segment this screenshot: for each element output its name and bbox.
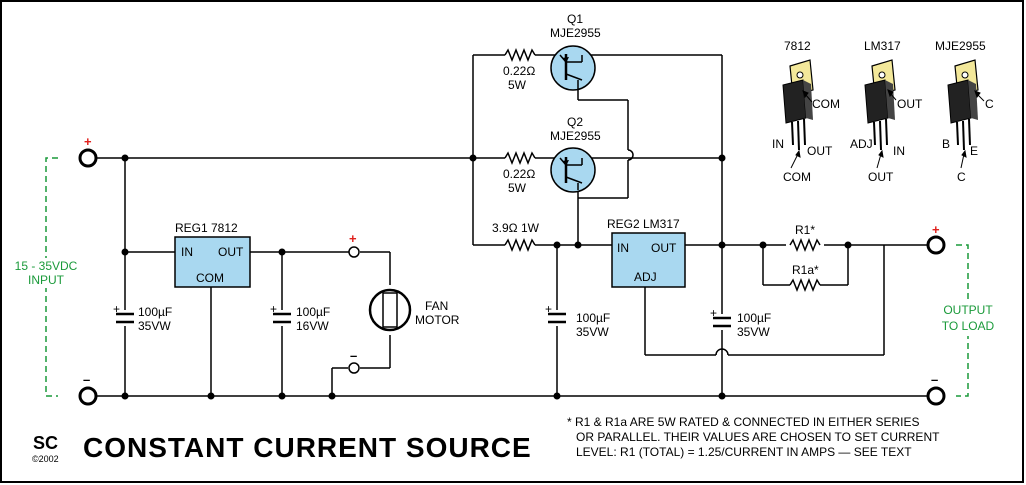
- q1-label: Q1: [567, 12, 583, 26]
- input-plus-terminal[interactable]: [78, 148, 98, 168]
- c1-plus: +: [113, 302, 120, 316]
- output-label-line1: OUTPUT: [943, 303, 993, 317]
- input-plus-sign: +: [84, 134, 92, 149]
- transistor-q2[interactable]: [550, 147, 596, 193]
- c4-rating: 35VW: [737, 325, 770, 339]
- q2-part: MJE2955: [550, 129, 601, 143]
- reg2-label: REG2 LM317: [607, 217, 680, 231]
- package-7812-tab: COM: [812, 97, 840, 111]
- capacitor-c2[interactable]: [273, 310, 291, 326]
- fan-plus-terminal[interactable]: [348, 246, 360, 258]
- output-minus-sign: –: [931, 372, 938, 387]
- capacitor-c3[interactable]: [548, 310, 566, 326]
- output-label-line2: TO LOAD: [942, 319, 995, 333]
- resistor-q2-emitter[interactable]: [504, 150, 536, 166]
- package-7812-left: IN: [772, 137, 784, 151]
- package-lm317-tab: OUT: [897, 97, 923, 111]
- reg1-in-pin: IN: [181, 245, 193, 259]
- resistor-q1-emitter[interactable]: [504, 47, 536, 63]
- c1-rating: 35VW: [138, 319, 171, 333]
- sc-logo: SC ©2002: [32, 433, 59, 464]
- capacitor-c4[interactable]: [713, 314, 731, 330]
- c2-rating: 16VW: [296, 319, 329, 333]
- capacitor-c1[interactable]: [116, 310, 134, 326]
- logo-year: ©2002: [32, 454, 59, 464]
- input-label-line1: 15 - 35VDC: [15, 259, 78, 273]
- reg2-adj-pin: ADJ: [634, 270, 657, 284]
- c2-plus: +: [270, 302, 277, 316]
- package-mje2955-left: B: [942, 137, 950, 151]
- package-lm317-bottom: OUT: [868, 170, 894, 184]
- transistor-q1[interactable]: [550, 45, 596, 92]
- resistor-base[interactable]: [504, 237, 536, 253]
- q1-resistor-power: 5W: [508, 78, 527, 92]
- q2-label: Q2: [567, 115, 583, 129]
- package-mje2955-bottom: C: [957, 170, 966, 184]
- junction-dots: [121, 154, 852, 400]
- wiring: [97, 54, 930, 397]
- input-label-line2: INPUT: [28, 273, 65, 287]
- q1-resistor-value: 0.22Ω: [503, 64, 535, 78]
- c3-value: 100µF: [576, 311, 610, 325]
- c2-value: 100µF: [296, 305, 330, 319]
- reg1-out-pin: OUT: [218, 245, 244, 259]
- input-label-bg: [18, 258, 74, 288]
- fan-plus-sign: +: [349, 231, 357, 246]
- fan-minus-sign: –: [350, 348, 357, 363]
- fan-minus-terminal[interactable]: [348, 362, 360, 374]
- c1-value: 100µF: [138, 305, 172, 319]
- note-line3: LEVEL: R1 (TOTAL) = 1.25/CURRENT IN AMPS…: [576, 445, 912, 459]
- package-lm317-left: ADJ: [850, 137, 873, 151]
- resistor-r1a[interactable]: [789, 277, 821, 293]
- logo-text: SC: [33, 433, 58, 453]
- output-bracket: [956, 244, 969, 397]
- output-plus-terminal[interactable]: [926, 235, 946, 255]
- package-lm317-right: IN: [893, 144, 905, 158]
- package-mje2955-name: MJE2955: [935, 39, 986, 53]
- input-minus-sign: –: [83, 372, 90, 387]
- output-plus-sign: +: [932, 222, 940, 237]
- output-minus-terminal[interactable]: [926, 386, 946, 406]
- note-line2: OR PARALLEL. THEIR VALUES ARE CHOSEN TO …: [576, 430, 940, 444]
- reg1-label: REG1 7812: [175, 221, 238, 235]
- reg1-com-pin: COM: [196, 271, 224, 285]
- r1-label: R1*: [795, 223, 815, 237]
- package-7812-bottom: COM: [783, 170, 811, 184]
- output-label-bg: [934, 300, 1004, 336]
- q1-part: MJE2955: [550, 26, 601, 40]
- package-7812[interactable]: [782, 59, 814, 151]
- package-7812-name: 7812: [784, 39, 811, 53]
- package-mje2955-right: E: [970, 144, 978, 158]
- c4-value: 100µF: [737, 311, 771, 325]
- fan-label-line2: MOTOR: [415, 313, 460, 327]
- page-title: CONSTANT CURRENT SOURCE: [83, 432, 532, 463]
- package-mje2955-tab: C: [985, 97, 994, 111]
- c4-plus: +: [710, 306, 717, 320]
- resistor-r1[interactable]: [786, 237, 824, 253]
- reg2-out-pin: OUT: [651, 241, 677, 255]
- c3-rating: 35VW: [576, 325, 609, 339]
- base-resistor-label: 3.9Ω 1W: [492, 221, 540, 235]
- fan-label-line1: FAN: [425, 299, 448, 313]
- reg1-box[interactable]: [174, 236, 251, 288]
- package-arrows: [790, 89, 985, 169]
- q2-resistor-power: 5W: [508, 181, 527, 195]
- fan-motor[interactable]: [368, 288, 412, 332]
- note-line1: * R1 & R1a ARE 5W RATED & CONNECTED IN E…: [567, 415, 920, 429]
- package-lm317-name: LM317: [864, 39, 901, 53]
- package-mje2955[interactable]: [947, 59, 979, 151]
- q2-resistor-value: 0.22Ω: [503, 167, 535, 181]
- r1a-label: R1a*: [792, 263, 819, 277]
- input-minus-terminal[interactable]: [78, 386, 98, 406]
- reg2-box[interactable]: [611, 232, 686, 288]
- reg2-in-pin: IN: [617, 241, 629, 255]
- c3-plus: +: [545, 302, 552, 316]
- package-7812-right: OUT: [807, 144, 833, 158]
